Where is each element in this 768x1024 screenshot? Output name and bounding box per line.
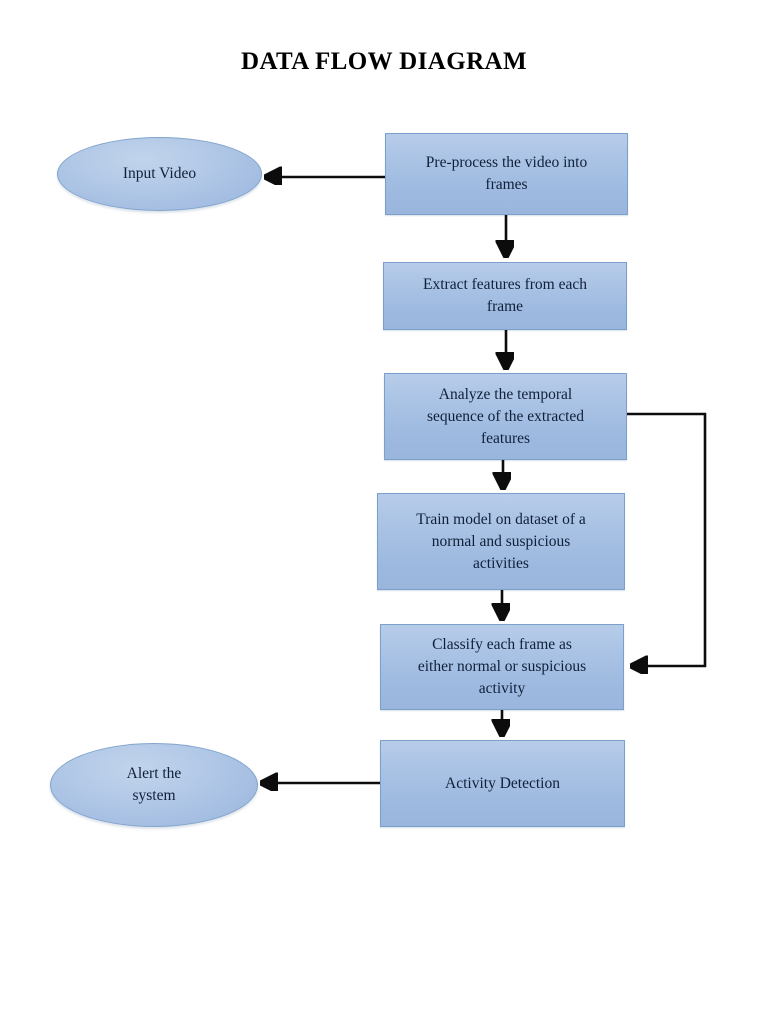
node-activity-detection[interactable]: Activity Detection: [380, 740, 625, 827]
node-pre-process[interactable]: Pre-process the video into frames: [385, 133, 628, 215]
node-input-video[interactable]: Input Video: [57, 137, 262, 211]
node-extract-features[interactable]: Extract features from each frame: [383, 262, 627, 330]
node-train-model[interactable]: Train model on dataset of a normal and s…: [377, 493, 625, 590]
node-train-model-label: Train model on dataset of a normal and s…: [416, 510, 586, 572]
node-pre-process-label: Pre-process the video into frames: [425, 154, 588, 193]
node-activity-detection-label: Activity Detection: [445, 774, 560, 792]
node-alert-system-label: Alert the system: [126, 765, 182, 804]
node-classify-frame-label: Classify each frame as either normal or …: [417, 636, 587, 697]
node-analyze-temporal-label: Analyze the temporal sequence of the ext…: [426, 385, 585, 447]
node-extract-features-label: Extract features from each frame: [423, 276, 587, 315]
node-input-video-label: Input Video: [122, 165, 197, 182]
node-classify-frame[interactable]: Classify each frame as either normal or …: [380, 624, 624, 710]
edge-analyze-feedback-to-classify: [627, 412, 707, 666]
page-title: DATA FLOW DIAGRAM: [241, 48, 527, 75]
node-alert-system[interactable]: Alert the system: [50, 743, 258, 827]
node-analyze-temporal[interactable]: Analyze the temporal sequence of the ext…: [384, 373, 627, 460]
